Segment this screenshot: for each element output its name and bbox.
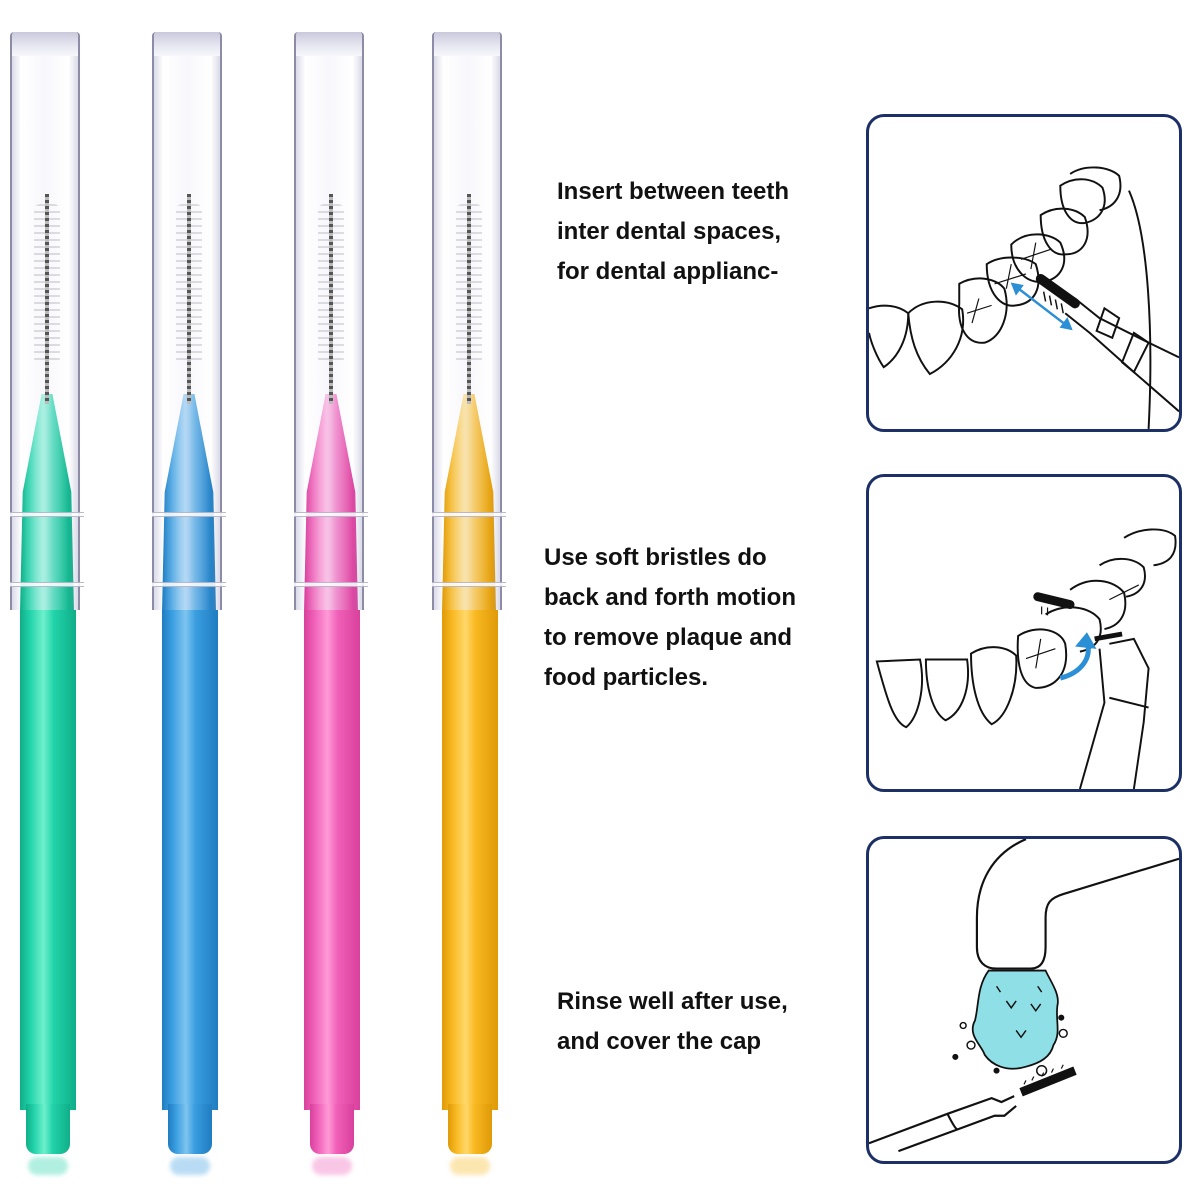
brush-wire [467,194,471,404]
brush-foot [310,1104,354,1154]
interdental-brush-pink [290,32,374,1202]
teeth-brush-insert-illustration [866,114,1182,432]
instruction-line: inter dental spaces, [557,218,782,245]
teeth-motion-icon [875,528,1177,789]
brush-wire [45,194,49,404]
instruction-line: Insert between teeth [557,178,790,205]
instruction-text-3: Rinse well after use, and cover the cap [557,982,788,1062]
instruction-line: Use soft bristles do [544,544,767,571]
teeth-brush-motion-illustration [866,474,1182,792]
brush-foot [168,1104,212,1154]
brush-reflection [450,1157,490,1175]
interdental-brush-blue [148,32,232,1202]
transparent-cap [432,32,506,610]
brush-wire [329,194,333,404]
teeth-insert-icon [869,166,1179,429]
brush-foot [26,1104,70,1154]
instruction-line: food particles. [544,664,709,691]
brush-reflection [312,1157,352,1175]
brush-wire [187,194,191,404]
faucet-rinse-illustration [866,836,1182,1164]
interdental-brush-teal [6,32,90,1202]
instruction-line: back and forth motion [544,584,796,611]
instruction-line: Rinse well after use, [557,988,788,1015]
instruction-line: for dental applianc- [557,258,779,285]
instruction-line: and cover the cap [557,1028,762,1055]
instruction-line: to remove plaque and [544,624,793,651]
brush-foot [448,1104,492,1154]
interdental-brush-yellow [428,32,512,1202]
brush-handle [20,610,76,1110]
brush-handle [304,610,360,1110]
brush-reflection [170,1157,210,1175]
instruction-text-2: Use soft bristles do back and forth moti… [544,538,796,698]
faucet-water-icon [869,839,1179,1153]
instruction-text-1: Insert between teeth inter dental spaces… [557,172,789,292]
brush-reflection [28,1157,68,1175]
brush-handle [162,610,218,1110]
brush-handle [442,610,498,1110]
